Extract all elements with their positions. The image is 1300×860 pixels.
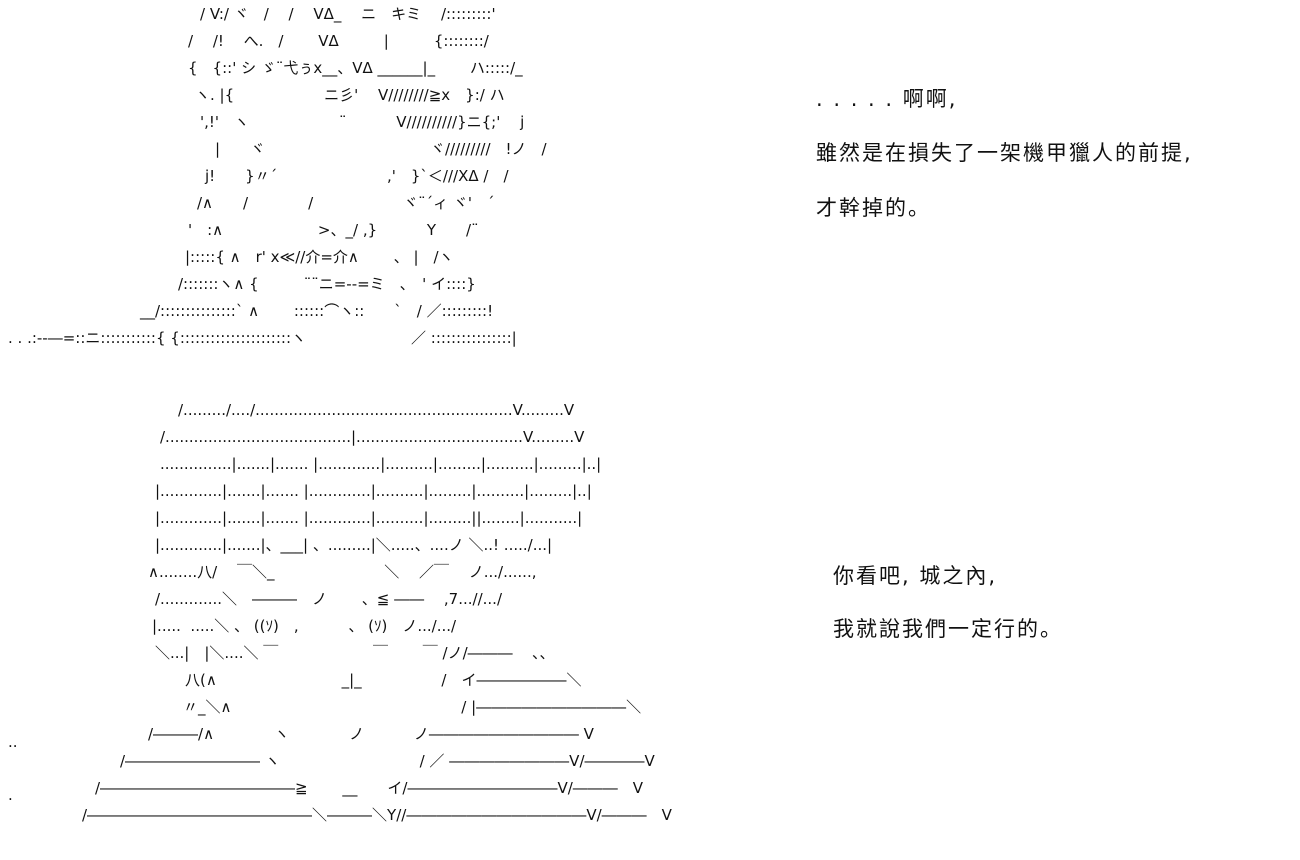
ascii-art-line: /:::::::ヽ∧ { ¨¨ニ=--=ミ 、 ' イ::::} [178,275,476,293]
ascii-art-line: ヽ. |{ ニ彡' V////////≧x }:/ ハ [195,86,505,104]
dialogue-line: . . . . . 啊啊, [816,87,958,111]
ascii-art-line: |.............|.......|....... |........… [155,509,583,527]
ascii-art-line: /―――/∧ ヽ ノ ノ―――――――――― V [148,725,594,743]
ascii-art-line: | ヾ ヾ///////// !ノ / [215,140,547,158]
ascii-art-line: /.......................................… [160,428,585,446]
ascii-art-line: . . .:--―=::ニ:::::::::::{ {:::::::::::::… [8,329,517,347]
dialogue-line: 你看吧, 城之內, [833,564,998,588]
dialogue-line: 我就說我們一定行的。 [833,617,1063,641]
ascii-art-line: /――――――――― ヽ / ／ ――――――――V/――――V [120,752,655,770]
ascii-art-line: ∧........八/ ￣＼_ ＼ ／￣ ノ.../......, [148,563,537,581]
ascii-art-line: |:::::{ ∧ r' x≪//介=介∧ 、 | /ヽ [185,248,454,266]
dialogue-line: 雖然是在損失了一架機甲獵人的前提, [816,141,1193,165]
ascii-art-line: ...............|.......|....... |.......… [160,455,602,473]
ascii-art-line: / /! へ. / VΔ | {::::::::/ [188,32,489,50]
ascii-art-line: 八(∧ _|_ / イ――――――＼ [185,671,582,689]
ascii-art-line: j! }〃´ ,' }`＜///XΔ / / [205,167,509,185]
ascii-art-line: /.............＼ ――― ノ 、≦ ―― ,7...//.../ [155,590,502,608]
dialogue-line: 才幹掉的。 [816,196,931,220]
ascii-art-line: /―――――――――――――――＼―――＼Y//――――――――――――V/――… [82,806,672,824]
ascii-art-line: ＼...| |＼....＼ ￣ ￣ ￣ /ノ/――― ､､ [155,644,548,662]
ascii-art-line: 〃_＼∧ / |――――――――――＼ [183,698,642,716]
ascii-art-line: /∧ / / ヾ¨´ィ ヾ' ´ [197,194,495,212]
ascii-art-line: |.............|.......|....... |........… [155,482,592,500]
ascii-art-line: / V:/ ヾ / / VΔ_ ニ キミ /:::::::::' [200,5,496,23]
ascii-art-line: |..... .....＼ 、 ((ｿ) , 、 (ｿ) ノ.../.../ [152,617,457,635]
ascii-art-line: |.............|.......|、___| 、.........|… [155,536,553,554]
ascii-art-line: /―――――――――――――≧ __ イ/――――――――――V/――― V [95,779,644,797]
ascii-art-line: __/:::::::::::::::` ∧ ::::::⌒ヽ:: ` / ／::… [140,302,494,320]
ascii-art-line: ',!' ヽ ¨ V//////////}ニ{;' j [200,113,525,131]
ascii-art-line: { {::' シ ゞ¨弋ぅx__、VΔ ______|_ ハ:::::/_ [188,59,523,77]
ascii-art-fragment: .. [8,733,18,751]
ascii-art-line: ' :∧ >、_/ ,} Y /¨ [188,221,479,239]
ascii-art-line: /........./..../........................… [178,401,575,419]
ascii-art-fragment: . [8,786,13,804]
